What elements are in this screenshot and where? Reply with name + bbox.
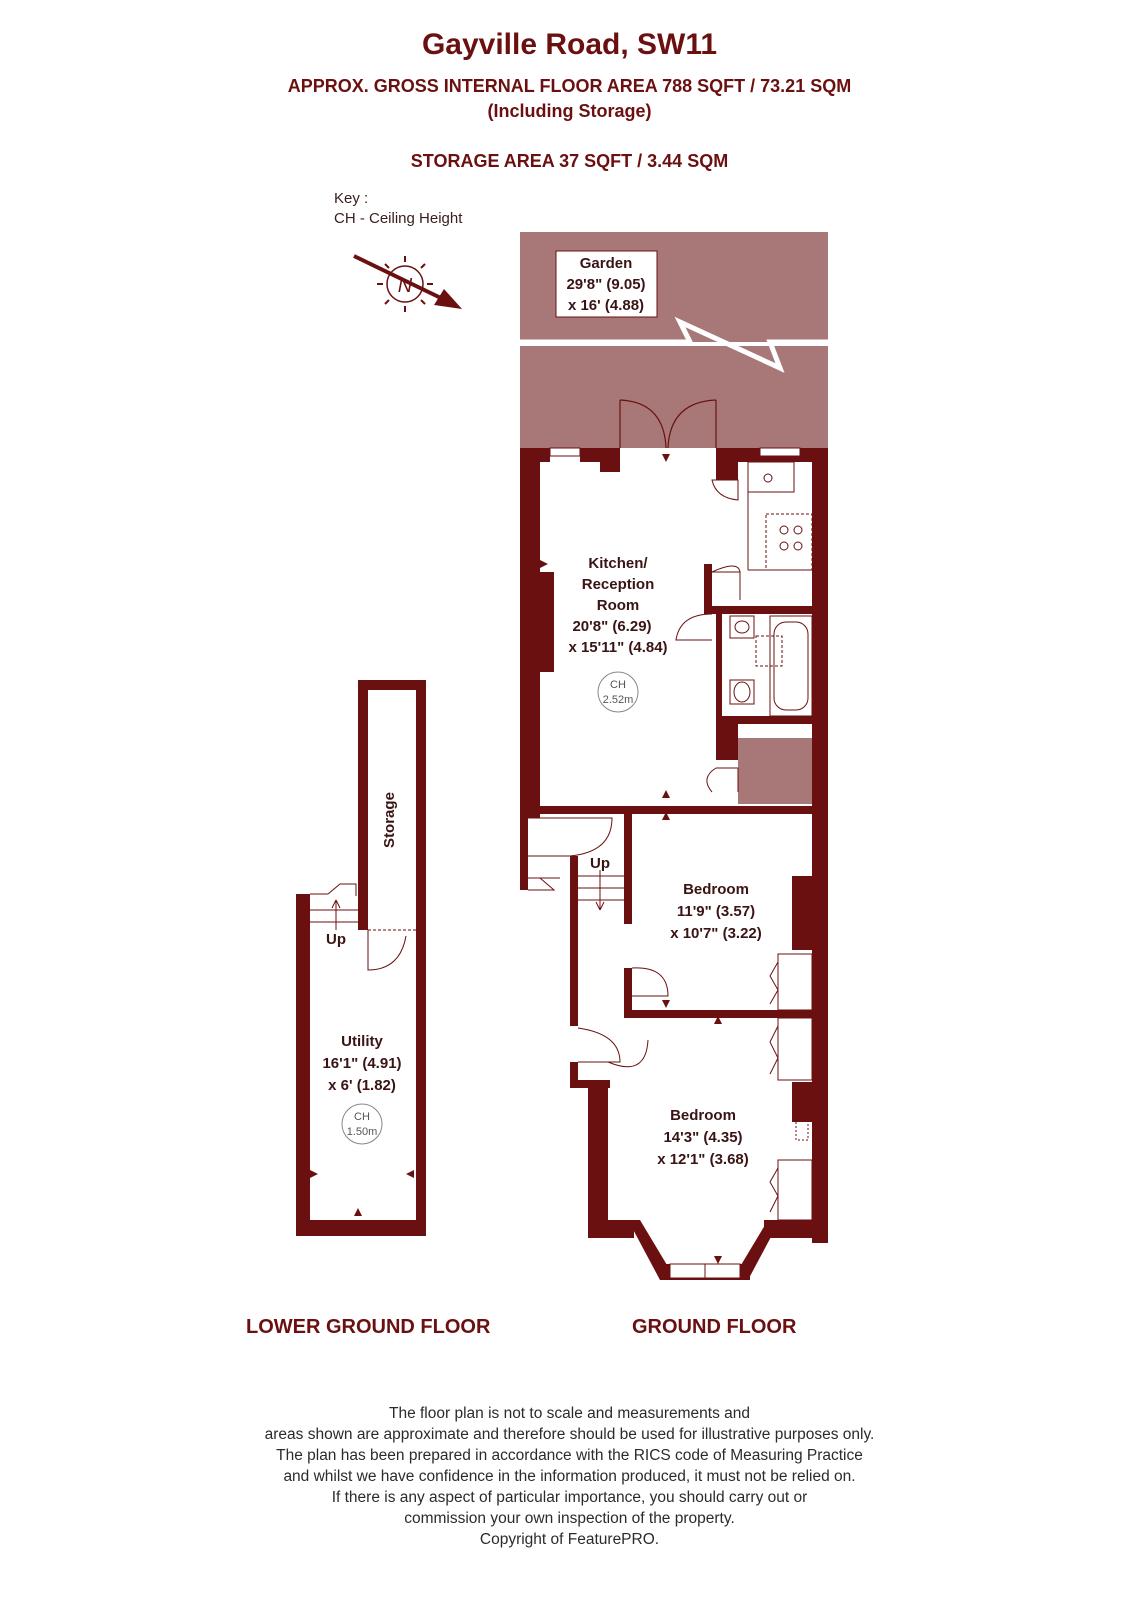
garden-dim1: 29'8" (9.05) [566,276,645,293]
disclaimer-line: commission your own inspection of the pr… [404,1510,735,1527]
key-title: Key : [334,190,369,207]
cupboard-door [706,767,739,793]
utility-fittings [310,883,416,1145]
area-note: (Including Storage) [487,101,652,121]
kitchen-ch-value: 2.52m [603,694,634,706]
disclaimer-line: areas shown are approximate and therefor… [264,1426,875,1443]
bedroom1-dim1: 11'9" (3.57) [677,903,755,920]
bathroom-fittings [675,613,813,717]
lower-floor-label: LOWER GROUND FLOOR [246,1316,491,1338]
disclaimer: The floor plan is not to scale and measu… [0,1403,1139,1550]
key-item: CH - Ceiling Height [334,210,463,227]
utility-dim2: x 6' (1.82) [328,1077,396,1094]
disclaimer-line: Copyright of FeaturePRO. [479,1531,660,1548]
garden-label: Garden [580,255,633,272]
disclaimer-line: If there is any aspect of particular imp… [331,1489,808,1506]
utility-dim1: 16'1" (4.91) [322,1055,401,1072]
storage-area: STORAGE AREA 37 SQFT / 3.44 SQM [410,151,729,171]
bedroom2-dim1: 14'3" (4.35) [663,1129,742,1146]
compass-letter: N [398,275,413,297]
hall-up-label: Up [590,855,610,872]
utility-ch-label: CH [354,1111,370,1123]
utility-up-label: Up [326,931,346,948]
disclaimer-line: The plan has been prepared in accordance… [276,1447,863,1464]
disclaimer-line: and whilst we have confidence in the inf… [283,1468,856,1485]
windows [549,447,801,1279]
wardrobes [769,953,813,1221]
compass-icon [353,254,462,312]
garden-dim2: x 16' (4.88) [568,297,644,314]
ground-floor-label: GROUND FLOOR [632,1316,797,1338]
bedroom2-dim2: x 12'1" (3.68) [657,1151,749,1168]
dimension-ticks [310,454,722,1264]
utility-label: Utility [341,1033,383,1050]
garden-area [520,232,828,448]
utility-ch-value: 1.50m [347,1126,378,1138]
ceiling-height-marker [597,671,639,713]
storage-label: Storage [381,792,398,848]
hall-stairs [528,817,669,1068]
plan-title: Gayville Road, SW11 [421,28,718,61]
bedroom2-label: Bedroom [670,1107,736,1124]
kitchen-label3: Room [597,597,640,614]
lower-ground-walls [296,680,426,1236]
kitchen-label1: Kitchen/ [588,555,648,572]
bedroom1-dim2: x 10'7" (3.22) [670,925,762,942]
kitchen-label2: Reception [582,576,655,593]
kitchen-dim2: x 15'11" (4.84) [568,639,667,656]
bedroom1-label: Bedroom [683,881,749,898]
disclaimer-line: The floor plan is not to scale and measu… [388,1405,750,1422]
french-door [619,399,717,449]
kitchen-units [711,461,813,600]
kitchen-ch-label: CH [610,679,626,691]
kitchen-dim1: 20'8" (6.29) [572,618,651,635]
gross-area: APPROX. GROSS INTERNAL FLOOR AREA 788 SQ… [287,76,852,96]
